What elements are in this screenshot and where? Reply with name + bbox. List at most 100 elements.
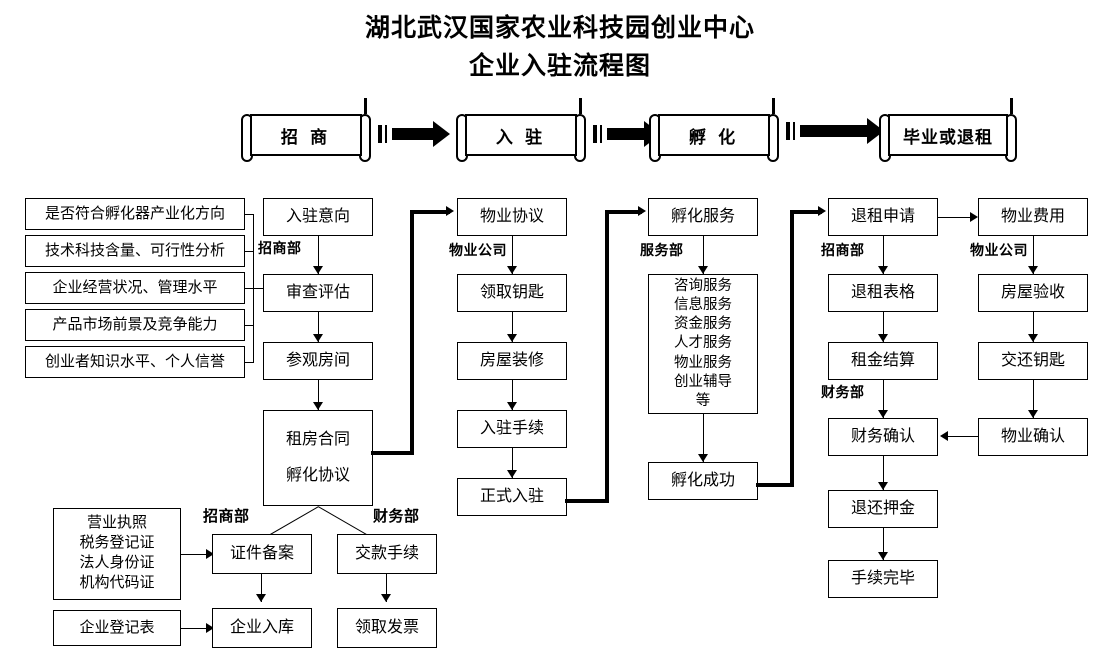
stage-banner-incubation: 孵 化 xyxy=(648,98,780,162)
conn-movein-incubation-arrow xyxy=(638,206,646,216)
step-box-visit-room: 参观房间 xyxy=(263,342,373,380)
step-box-document-filing: 证件备案 xyxy=(212,534,312,574)
criteria-stub-3 xyxy=(245,288,254,290)
conn-movein-incubation-v xyxy=(605,210,609,503)
conn-agreement-keys-arrow xyxy=(507,266,517,274)
page-title-line2: 企业入驻流程图 xyxy=(468,53,651,80)
step-box-get-invoice: 领取发票 xyxy=(337,608,437,648)
criteria-box-4: 产品市场前景及竞争能力 xyxy=(25,309,245,341)
dept-label-service: 服务部 xyxy=(640,242,684,258)
conn-contract-property-h1 xyxy=(371,451,414,455)
arrow-head xyxy=(433,121,450,147)
step-box-deposit-refund: 退还押金 xyxy=(828,490,938,528)
step-label: 证件备案 xyxy=(229,545,294,562)
conn-keys-decorate-arrow xyxy=(507,334,517,342)
criteria-stub-4 xyxy=(245,325,254,327)
conn-review-visit xyxy=(318,312,320,342)
conn-list-success xyxy=(703,414,705,462)
step-label: 参观房间 xyxy=(285,352,350,369)
conn-payment-invoice xyxy=(386,574,388,602)
step-box-finance-confirm: 财务确认 xyxy=(828,418,938,456)
step-label: 孵化服务 xyxy=(670,208,735,225)
conn-finance-deposit-arrow xyxy=(878,482,888,490)
scroll-tick xyxy=(579,98,582,114)
conn-agreement-keys xyxy=(512,236,514,274)
conn-decorate-formalities-arrow xyxy=(507,402,517,410)
conn-inspection-returnkeys-arrow xyxy=(1028,334,1038,342)
step-label: 入驻意向 xyxy=(285,208,350,225)
conn-keys-decorate xyxy=(512,312,514,342)
conn-success-exit-v xyxy=(790,210,794,487)
step-box-review: 审查评估 xyxy=(263,274,373,312)
conn-documents-filing-arrow xyxy=(206,549,214,559)
document-item: 营业执照 xyxy=(86,515,147,532)
conn-filing-enrolled-arrow xyxy=(256,594,266,602)
stage-arrow-1 xyxy=(378,121,450,147)
stage-arrow-3 xyxy=(786,118,884,144)
conn-success-exit-arrow xyxy=(818,206,826,216)
conn-visit-contract-arrow xyxy=(313,402,323,410)
stage-banner-graduation: 毕业或退租 xyxy=(878,98,1018,162)
conn-propconfirm-financeconfirm xyxy=(948,436,978,438)
step-label: 正式入驻 xyxy=(479,488,544,505)
dept-label-attraction: 招商部 xyxy=(258,240,302,256)
service-item: 信息服务 xyxy=(674,296,732,313)
arrow-tail-notch xyxy=(382,125,385,143)
step-box-payment-formalities: 交款手续 xyxy=(337,534,437,574)
criteria-box-3: 企业经营状况、管理水平 xyxy=(25,272,245,304)
conn-contract-property-v xyxy=(410,210,414,453)
conn-formalities-official-arrow xyxy=(507,470,517,478)
conn-success-exit-h2 xyxy=(790,210,822,214)
contract-line-1: 租房合同 xyxy=(285,431,350,448)
conn-regform-enrolled-arrow xyxy=(206,623,214,633)
step-box-intent: 入驻意向 xyxy=(263,198,373,236)
step-label: 交款手续 xyxy=(354,545,419,562)
arrow-tail-notch xyxy=(597,125,600,143)
stage-label: 入 驻 xyxy=(465,114,577,156)
conn-formalities-official xyxy=(512,448,514,478)
conn-documents-filing xyxy=(181,554,210,556)
conn-fee-inspection xyxy=(1033,236,1035,274)
conn-payment-invoice-arrow xyxy=(381,594,391,602)
step-label: 审查评估 xyxy=(285,284,350,301)
conn-rent-finance-arrow xyxy=(878,410,888,418)
service-item: 咨询服务 xyxy=(674,277,732,294)
step-label: 交还钥匙 xyxy=(1000,352,1065,369)
step-box-contract: 租房合同 孵化协议 xyxy=(263,410,373,506)
step-label: 物业确认 xyxy=(1000,428,1065,445)
criteria-to-review-line xyxy=(253,288,268,290)
criteria-label: 技术科技含量、可行性分析 xyxy=(44,242,225,259)
dept-label-bottom-attraction: 招商部 xyxy=(203,508,250,525)
conn-filing-enrolled xyxy=(261,574,263,602)
stage-banner-settlement: 入 驻 xyxy=(455,98,587,162)
dept-label-exit-attraction: 招商部 xyxy=(821,242,865,258)
step-box-return-keys: 交还钥匙 xyxy=(978,342,1088,380)
scroll-tick xyxy=(772,98,775,114)
conn-exitapp-exitform-arrow xyxy=(878,266,888,274)
step-box-incubation-service: 孵化服务 xyxy=(648,198,758,236)
registration-form-box: 企业登记表 xyxy=(53,610,181,646)
step-label: 物业协议 xyxy=(479,208,544,225)
step-box-enterprise-enrolled: 企业入库 xyxy=(212,608,312,648)
required-documents-box: 营业执照 税务登记证 法人身份证 机构代码证 xyxy=(53,508,181,600)
registration-form-label: 企业登记表 xyxy=(79,619,155,636)
stage-label: 毕业或退租 xyxy=(888,114,1008,156)
dept-label-property-company: 物业公司 xyxy=(449,242,507,258)
arrow-shaft xyxy=(607,128,645,140)
conn-visit-contract xyxy=(318,380,320,410)
conn-returnkeys-propconfirm xyxy=(1033,380,1035,418)
service-item: 创业辅导 xyxy=(674,373,732,390)
document-item: 法人身份证 xyxy=(79,555,155,571)
conn-regform-enrolled xyxy=(181,628,210,630)
conn-contract-property-arrow xyxy=(446,206,454,216)
criteria-box-2: 技术科技含量、可行性分析 xyxy=(25,235,245,267)
scroll-tick xyxy=(364,98,367,114)
criteria-label: 企业经营状况、管理水平 xyxy=(52,279,218,296)
scroll-tick xyxy=(1010,98,1013,114)
criteria-stub-5 xyxy=(245,362,254,364)
step-box-exit-application: 退租申请 xyxy=(828,198,938,236)
conn-movein-incubation-h2 xyxy=(605,210,642,214)
service-item: 资金服务 xyxy=(674,316,732,333)
step-box-official-move-in: 正式入驻 xyxy=(457,478,567,516)
stage-banner-attraction: 招 商 xyxy=(240,98,372,162)
